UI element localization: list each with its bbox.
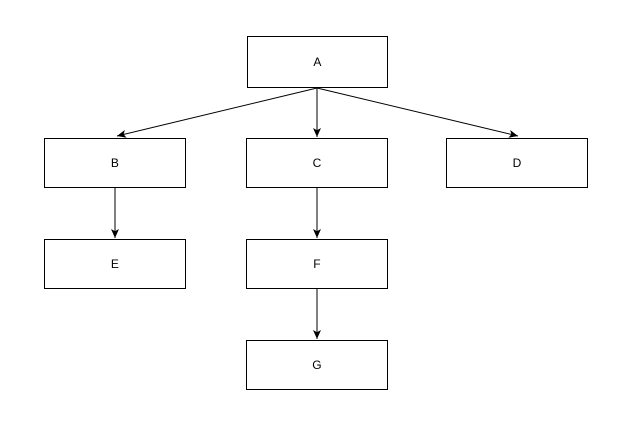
node-e[interactable]: E (44, 239, 186, 289)
node-b-label: B (110, 156, 120, 170)
node-e-label: E (110, 257, 120, 271)
node-c-label: C (312, 156, 322, 170)
node-c[interactable]: C (246, 138, 388, 188)
node-b[interactable]: B (44, 138, 186, 188)
edge-a-to-d (316, 87, 519, 138)
node-a-label: A (313, 55, 322, 69)
node-g-label: G (312, 358, 322, 372)
node-f-label: F (313, 257, 321, 271)
edge-a-to-b (116, 87, 318, 138)
node-g[interactable]: G (246, 340, 388, 390)
node-a[interactable]: A (247, 36, 388, 88)
node-d-label: D (512, 156, 522, 170)
edge-group (111, 87, 519, 339)
node-d[interactable]: D (446, 138, 588, 188)
node-f[interactable]: F (246, 239, 388, 289)
